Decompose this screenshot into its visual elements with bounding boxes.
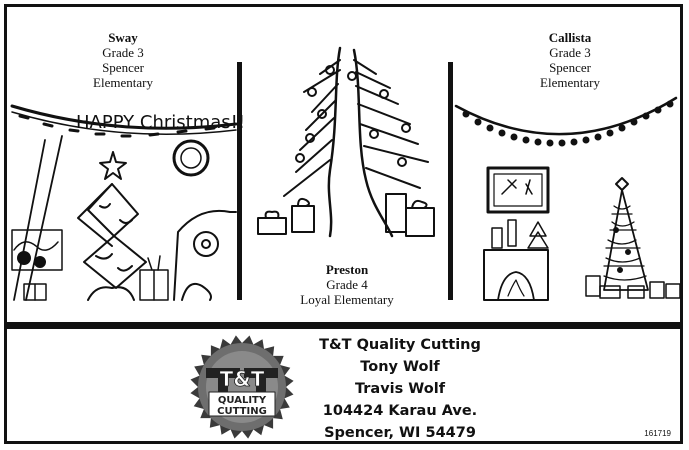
sponsor-person-2: Travis Wolf xyxy=(354,381,446,397)
artist-grade: Grade 3 xyxy=(549,45,591,60)
artist-school-line2: Elementary xyxy=(540,75,600,90)
sway-drawing: HAPPY Christmas!! xyxy=(10,104,245,301)
preston-caption: Preston Grade 4 Loyal Elementary xyxy=(287,262,407,307)
artist-name: Callista xyxy=(548,30,592,45)
logo-ampersand: T&T xyxy=(220,367,265,391)
artist-school-line2: Elementary xyxy=(93,75,153,90)
sponsor-info: T&T Quality Cutting Tony Wolf Travis Wol… xyxy=(300,334,500,444)
logo-text-quality: QUALITY xyxy=(218,395,267,406)
sway-caption: Sway Grade 3 Spencer Elementary xyxy=(63,30,183,90)
callista-drawing xyxy=(454,96,681,301)
sway-art-text: HAPPY Christmas!! xyxy=(76,112,245,133)
panel-divider-left xyxy=(237,62,242,300)
preston-drawing xyxy=(257,46,435,238)
artist-grade: Grade 3 xyxy=(102,45,144,60)
artist-name: Preston xyxy=(325,262,369,277)
logo-text-cutting: CUTTING xyxy=(217,406,267,417)
artist-grade: Grade 4 xyxy=(326,277,368,292)
artist-school-line1: Loyal Elementary xyxy=(300,292,394,307)
ad-number: 161719 xyxy=(644,429,671,438)
artist-school-line1: Spencer xyxy=(102,60,144,75)
artist-school-line1: Spencer xyxy=(549,60,591,75)
panel-divider-right xyxy=(448,62,453,300)
t-and-t-logo: T&T QUALITY CUTTING xyxy=(190,335,294,439)
page-frame xyxy=(4,4,683,444)
section-divider xyxy=(4,322,683,329)
sponsor-person-1: Tony Wolf xyxy=(360,359,440,375)
artist-name: Sway xyxy=(108,30,138,45)
sponsor-city: Spencer, WI 54479 xyxy=(324,425,476,441)
sponsor-street: 104424 Karau Ave. xyxy=(322,403,478,419)
sponsor-business: T&T Quality Cutting xyxy=(319,337,481,353)
callista-caption: Callista Grade 3 Spencer Elementary xyxy=(510,30,630,90)
